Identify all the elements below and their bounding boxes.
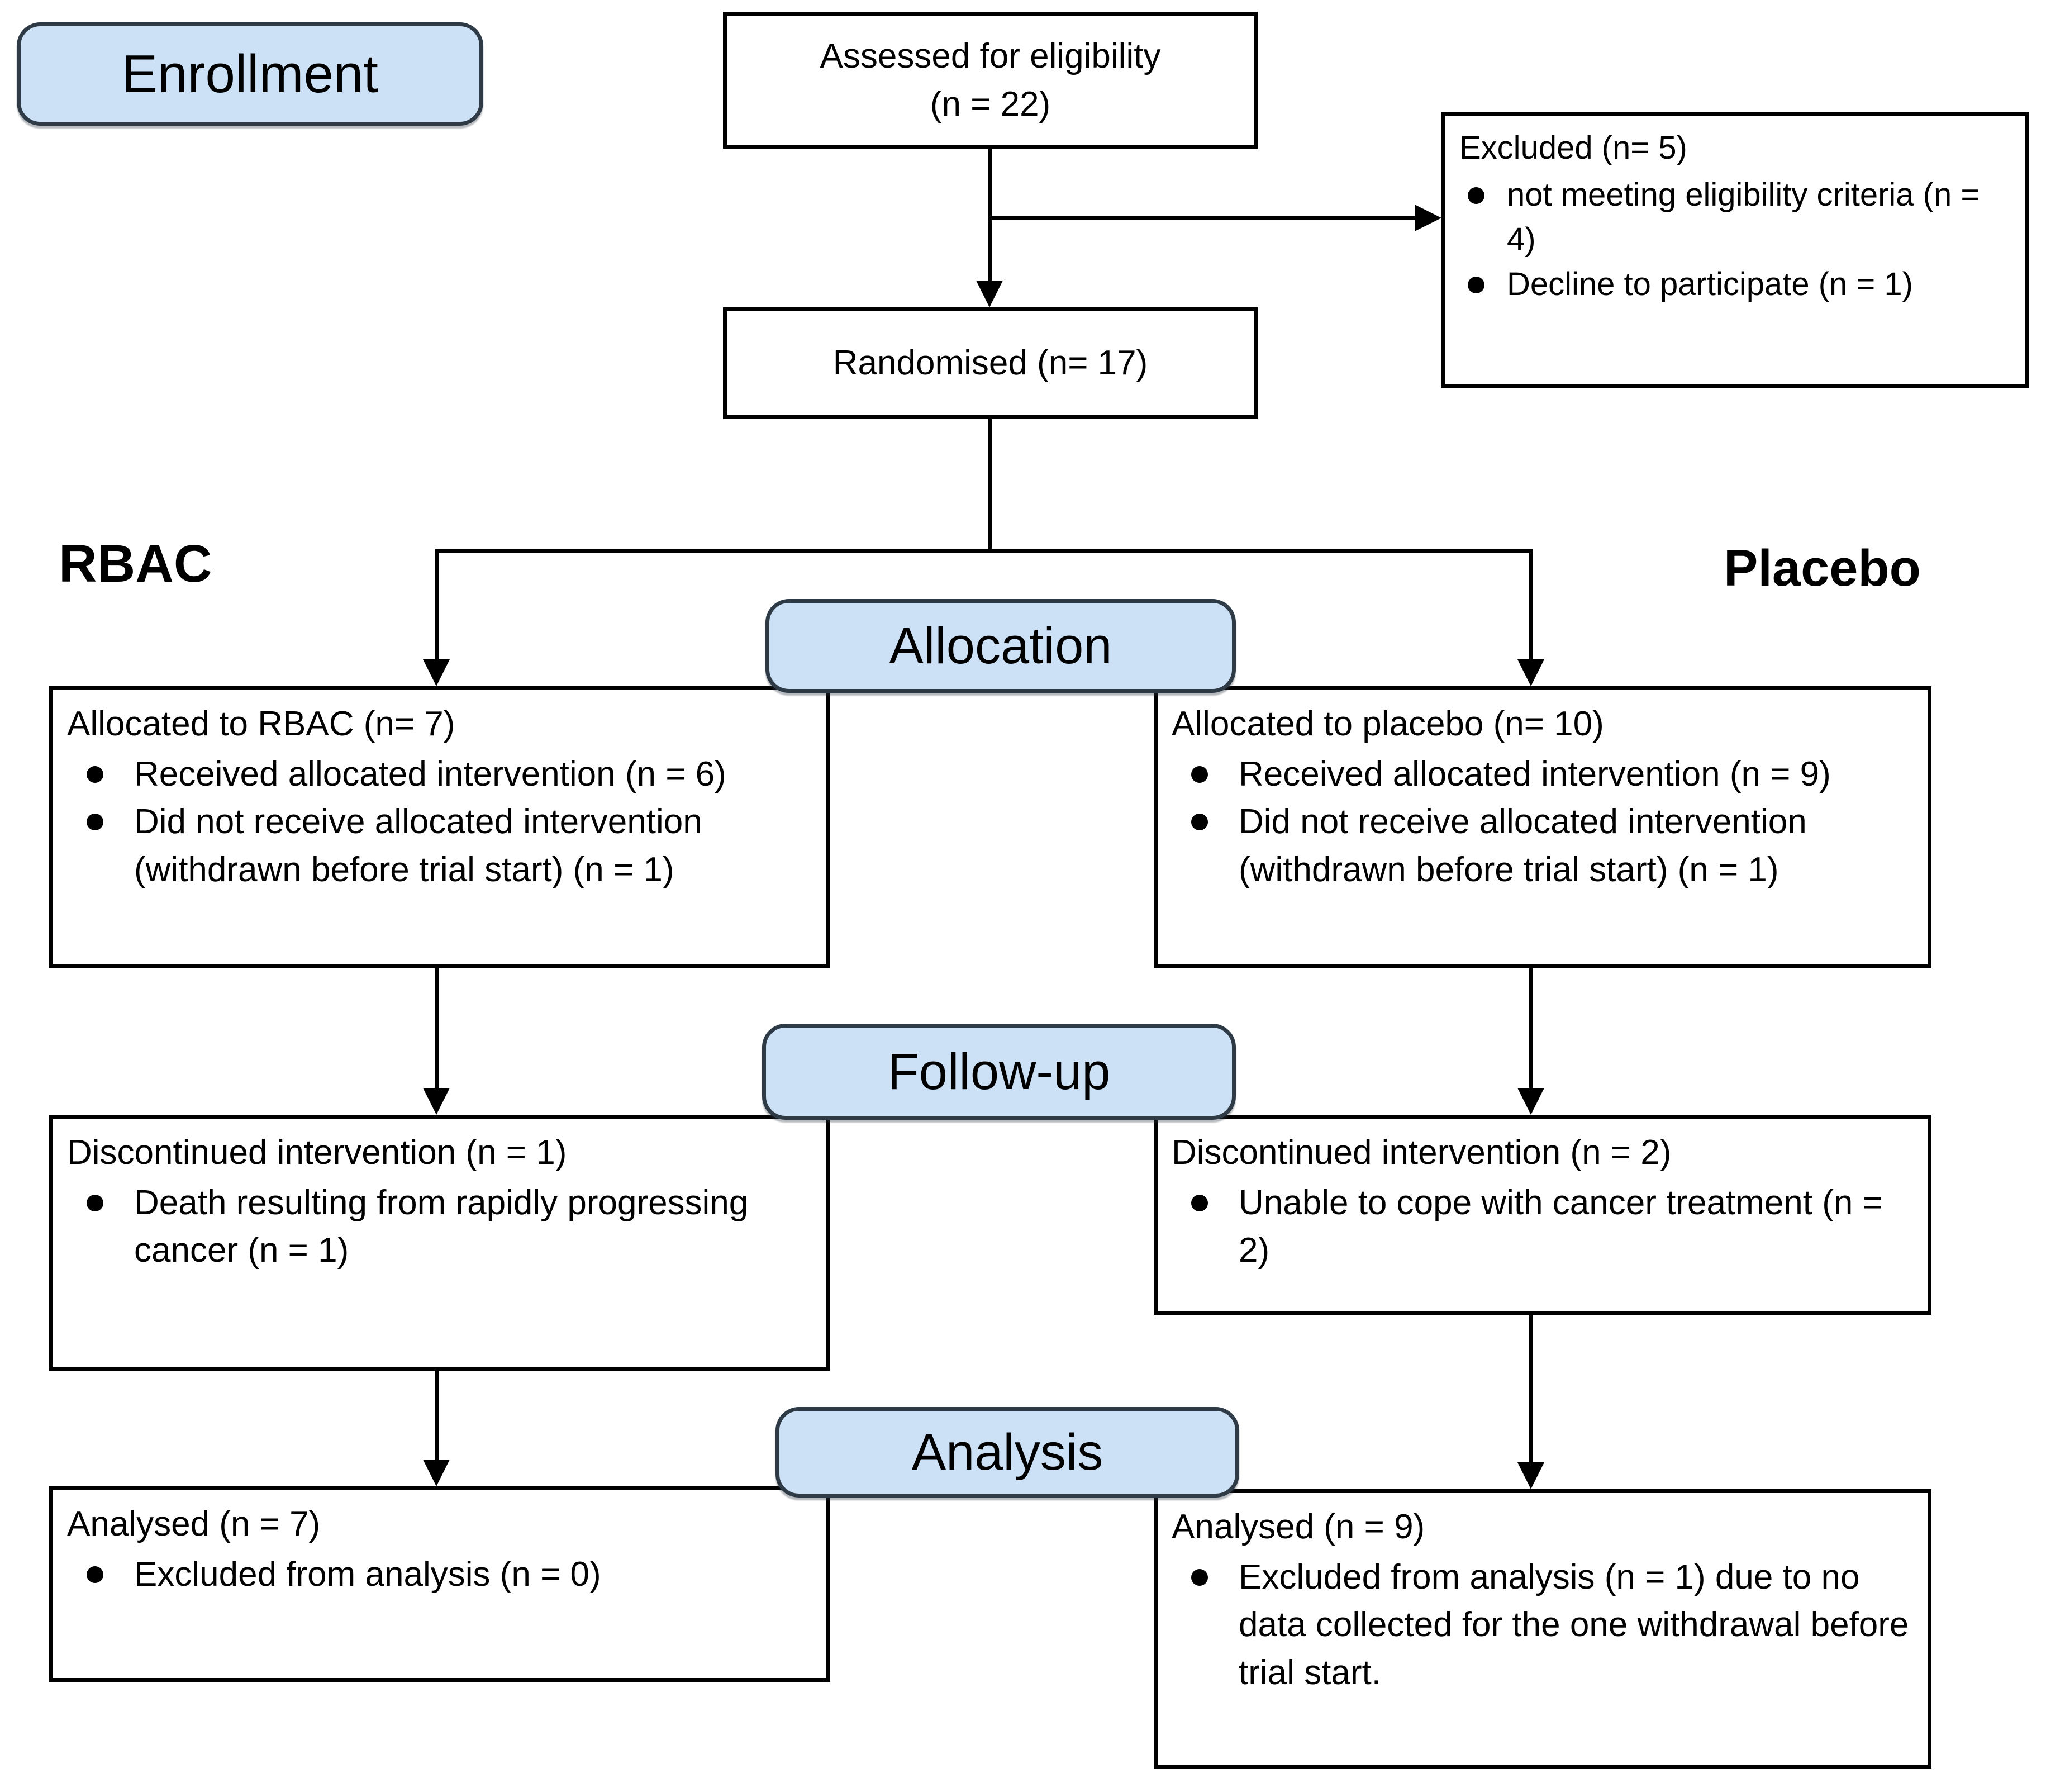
follow-right-title: Discontinued intervention (n = 2) xyxy=(1172,1133,1672,1172)
bullet-text: not meeting eligibility criteria (n = 4) xyxy=(1507,177,1980,258)
arm-label-rbac: RBAC xyxy=(59,534,212,593)
bullet-icon xyxy=(1191,1568,1208,1586)
arrowhead-analysis-left xyxy=(423,1460,450,1486)
stage-analysis: Analysis xyxy=(775,1407,1239,1498)
arrowhead-follow-right xyxy=(1517,1088,1544,1115)
arrowhead-alloc-left xyxy=(423,659,450,686)
bullet-icon xyxy=(1468,277,1484,294)
box-analysed-placebo: Analysed (n = 9) Excluded from analysis … xyxy=(1154,1489,1931,1769)
stage-analysis-label: Analysis xyxy=(911,1423,1103,1481)
follow-left-title: Discontinued intervention (n = 1) xyxy=(67,1133,567,1172)
connector-alloc-follow-right xyxy=(1529,968,1533,1090)
stage-followup-label: Follow-up xyxy=(887,1043,1111,1100)
bullet-icon xyxy=(87,1194,103,1211)
bullet-text: Unable to cope with cancer treatment (n … xyxy=(1239,1183,1883,1270)
bullet-icon xyxy=(1468,187,1484,205)
list-item: Unable to cope with cancer treatment (n … xyxy=(1172,1179,1914,1275)
analysis-left-title: Analysed (n = 7) xyxy=(67,1505,321,1543)
analysis-right-title: Analysed (n = 9) xyxy=(1172,1508,1425,1546)
arrowhead-analysis-right xyxy=(1517,1462,1544,1489)
arrowhead-randomised xyxy=(976,281,1003,307)
split-bar xyxy=(435,549,1533,553)
alloc-left-title: Allocated to RBAC (n= 7) xyxy=(67,705,455,743)
list-item: Did not receive allocated intervention (… xyxy=(67,798,812,893)
bullet-text: Did not receive allocated intervention (… xyxy=(134,802,702,889)
bullet-text: Decline to participate (n = 1) xyxy=(1507,266,1913,303)
stage-allocation-label: Allocation xyxy=(889,617,1112,674)
box-discontinued-rbac: Discontinued intervention (n = 1) Death … xyxy=(49,1115,830,1371)
randomised-title: Randomised (n= 17) xyxy=(832,344,1148,383)
box-assessed: Assessed for eligibility (n = 22) xyxy=(723,12,1258,149)
box-discontinued-placebo: Discontinued intervention (n = 2) Unable… xyxy=(1154,1115,1931,1315)
bullet-icon xyxy=(87,766,103,783)
bullet-text: Received allocated intervention (n = 9) xyxy=(1239,754,1831,793)
arrowhead-follow-left xyxy=(423,1088,450,1115)
arrowhead-alloc-right xyxy=(1517,659,1544,686)
connector-follow-analysis-left xyxy=(435,1368,439,1461)
bullet-text: Death resulting from rapidly progressing… xyxy=(134,1183,749,1270)
connector-split-alloc-left xyxy=(435,549,439,660)
arrowhead-excluded xyxy=(1415,205,1441,231)
connector-split-alloc-right xyxy=(1529,549,1533,660)
bullet-icon xyxy=(87,814,103,831)
assessed-line1: Assessed for eligibility xyxy=(820,36,1161,75)
list-item: Excluded from analysis (n = 0) xyxy=(67,1551,812,1599)
list-item: Received allocated intervention (n = 9) xyxy=(1172,750,1914,798)
arm-label-placebo: Placebo xyxy=(1724,540,1921,597)
bullet-text: Excluded from analysis (n = 0) xyxy=(134,1555,601,1594)
bullet-text: Excluded from analysis (n = 1) due to no… xyxy=(1239,1557,1909,1692)
bullet-text: Did not receive allocated intervention (… xyxy=(1239,802,1807,889)
excluded-title: Excluded (n= 5) xyxy=(1459,130,1687,166)
connector-follow-analysis-right xyxy=(1529,1313,1533,1463)
box-excluded: Excluded (n= 5) not meeting eligibility … xyxy=(1441,112,2029,388)
bullet-text: Received allocated intervention (n = 6) xyxy=(134,754,726,793)
stage-enrollment-label: Enrollment xyxy=(122,44,378,104)
bullet-icon xyxy=(1191,766,1208,783)
list-item: Did not receive allocated intervention (… xyxy=(1172,798,1914,893)
box-allocated-rbac: Allocated to RBAC (n= 7) Received alloca… xyxy=(49,686,830,968)
box-analysed-rbac: Analysed (n = 7) Excluded from analysis … xyxy=(49,1486,830,1682)
list-item: Death resulting from rapidly progressing… xyxy=(67,1179,812,1275)
bullet-icon xyxy=(87,1566,103,1583)
connector-randomised-split xyxy=(988,418,992,552)
connector-to-excluded xyxy=(988,216,1421,220)
list-item: Received allocated intervention (n = 6) xyxy=(67,750,812,798)
stage-followup: Follow-up xyxy=(762,1024,1236,1120)
connector-alloc-follow-left xyxy=(435,968,439,1090)
list-item: Decline to participate (n = 1) xyxy=(1459,262,2011,307)
stage-allocation: Allocation xyxy=(765,599,1236,693)
box-randomised: Randomised (n= 17) xyxy=(723,307,1258,419)
bullet-icon xyxy=(1191,1194,1208,1211)
alloc-right-title: Allocated to placebo (n= 10) xyxy=(1172,705,1604,743)
list-item: not meeting eligibility criteria (n = 4) xyxy=(1459,173,2011,262)
list-item: Excluded from analysis (n = 1) due to no… xyxy=(1172,1553,1914,1697)
bullet-icon xyxy=(1191,814,1208,831)
box-allocated-placebo: Allocated to placebo (n= 10) Received al… xyxy=(1154,686,1931,968)
assessed-line2: (n = 22) xyxy=(930,84,1051,123)
stage-enrollment: Enrollment xyxy=(17,22,483,126)
